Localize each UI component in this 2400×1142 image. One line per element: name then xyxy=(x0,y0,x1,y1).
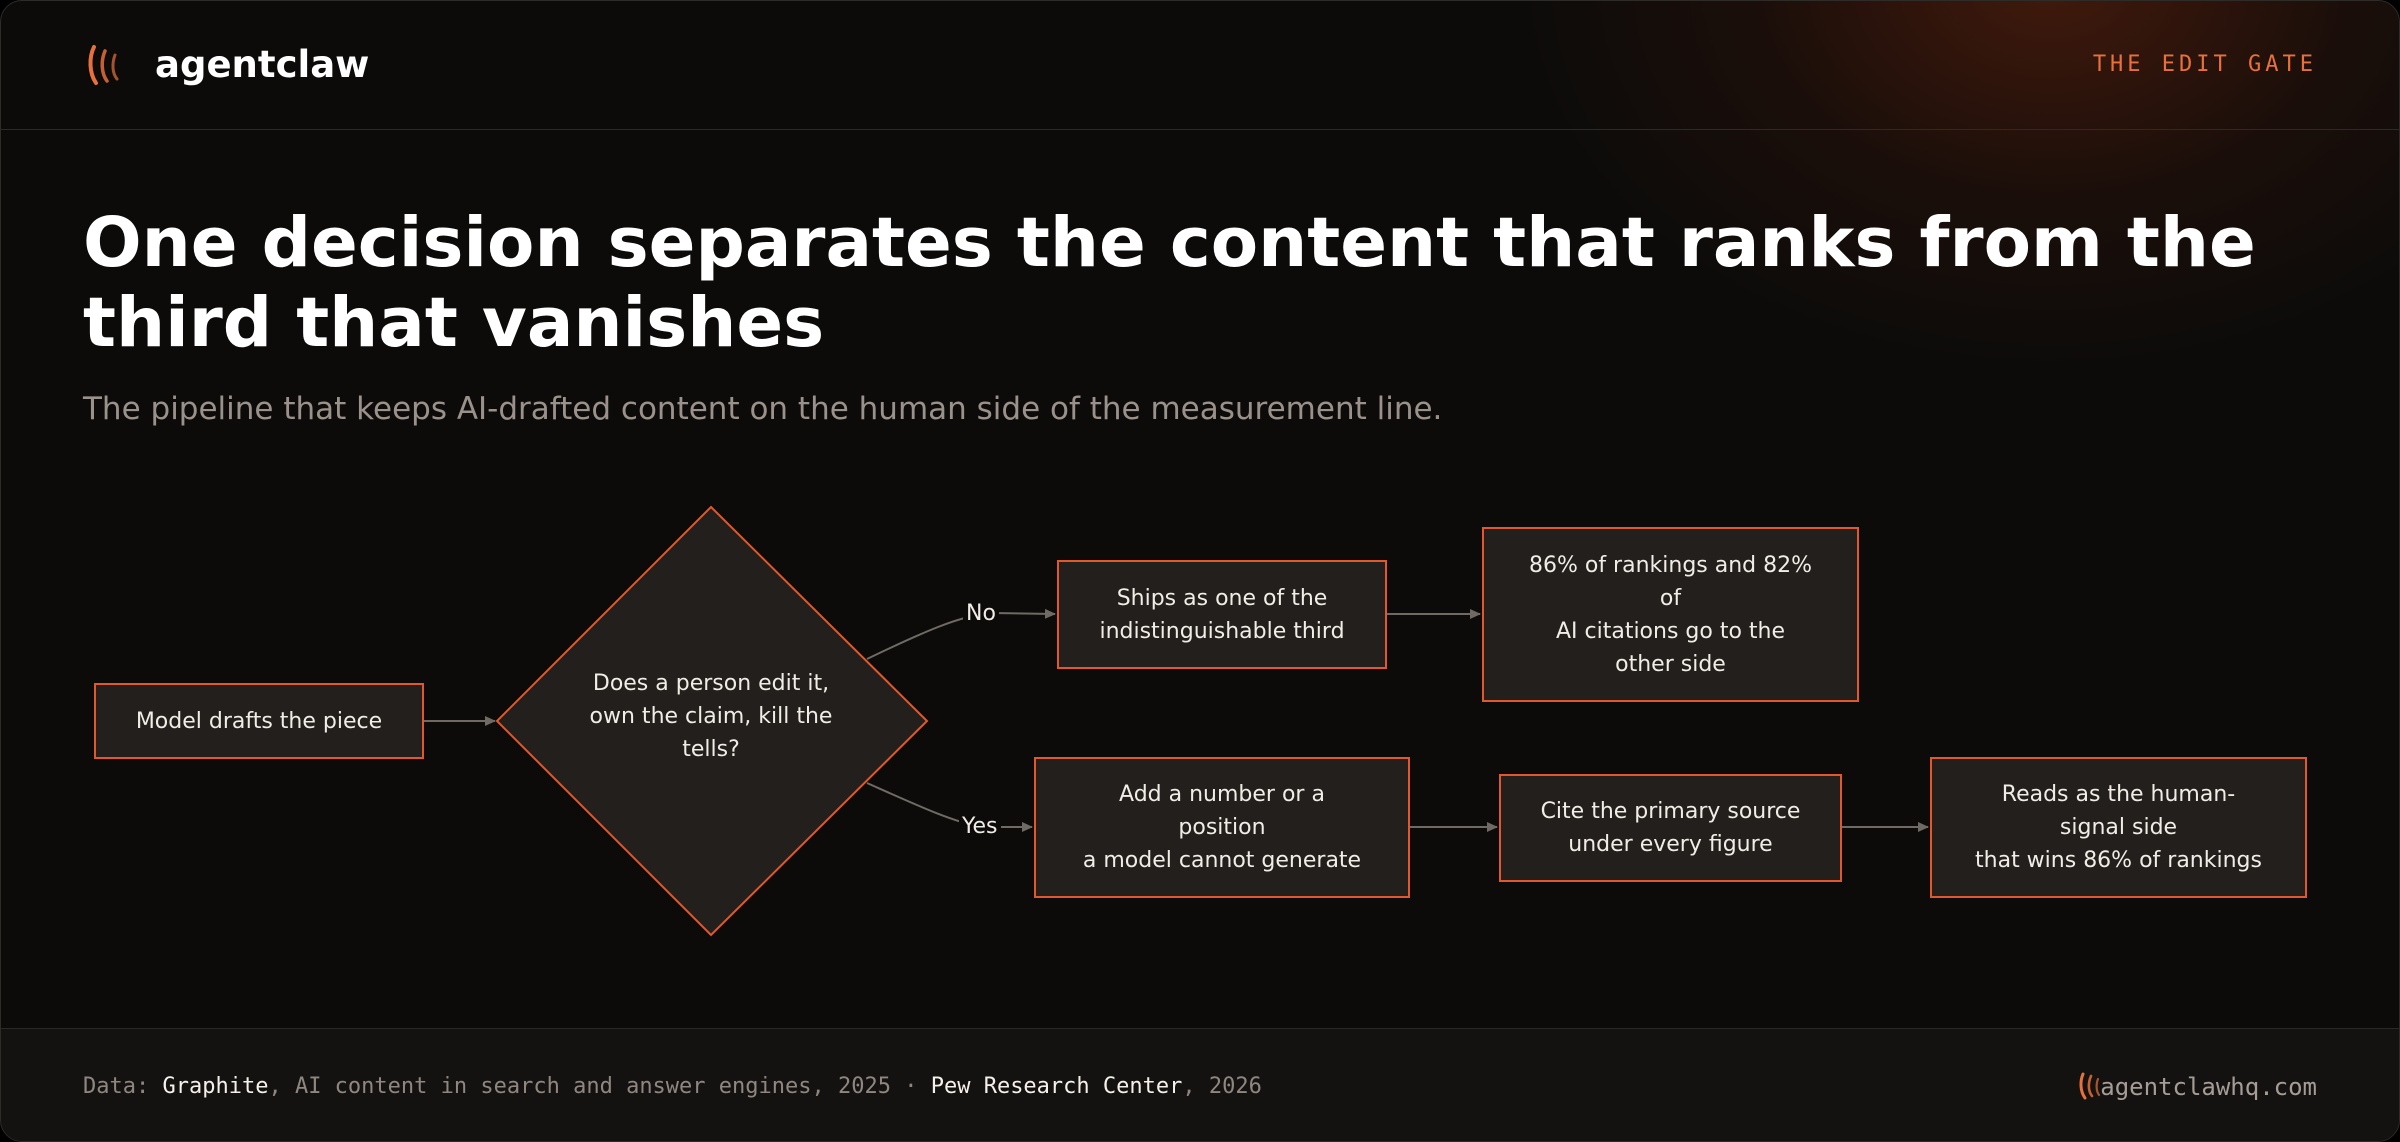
source-graphite: Graphite xyxy=(162,1074,269,1099)
node-human-signal-result: Reads as the human- signal side that win… xyxy=(1930,757,2307,898)
page-subtitle: The pipeline that keeps AI-drafted conte… xyxy=(83,391,1443,427)
node-human-signal-result-label: Reads as the human- signal side that win… xyxy=(1975,782,2262,873)
node-ships-as-third: Ships as one of the indistinguishable th… xyxy=(1057,560,1387,669)
claw-marks-icon xyxy=(2079,1072,2101,1100)
edge-label-yes: Yes xyxy=(959,812,1001,842)
node-add-number: Add a number or a position a model canno… xyxy=(1034,757,1410,898)
section-kicker: THE EDIT GATE xyxy=(2092,52,2317,77)
source-pew-detail: , 2026 xyxy=(1182,1074,1262,1099)
node-add-number-label: Add a number or a position a model canno… xyxy=(1082,782,1362,873)
node-cite-source: Cite the primary source under every figu… xyxy=(1499,774,1842,882)
node-ships-as-third-label: Ships as one of the indistinguishable th… xyxy=(1099,585,1345,644)
site-link[interactable]: agentclawhq.com xyxy=(2100,1073,2317,1101)
header: agentclaw THE EDIT GATE xyxy=(1,1,2399,130)
edge-decision-to-no xyxy=(866,608,1056,660)
source-graphite-detail: , AI content in search and answer engine… xyxy=(268,1074,931,1099)
footer: Data: Graphite, AI content in search and… xyxy=(1,1028,2399,1141)
data-source-credit: Data: Graphite, AI content in search and… xyxy=(83,1071,1262,1103)
edge-decision-to-yes xyxy=(866,782,1033,832)
node-model-drafts: Model drafts the piece xyxy=(94,683,424,759)
source-pew: Pew Research Center xyxy=(930,1074,1183,1099)
decision-label: Does a person edit it, own the claim, ki… xyxy=(589,671,833,762)
node-other-side-result-label: 86% of rankings and 82% of AI citations … xyxy=(1528,552,1813,677)
brand-name: agentclaw xyxy=(155,43,370,86)
node-other-side-result: 86% of rankings and 82% of AI citations … xyxy=(1482,527,1859,702)
node-model-drafts-label: Model drafts the piece xyxy=(135,708,383,734)
node-cite-source-label: Cite the primary source under every figu… xyxy=(1540,799,1801,857)
source-prefix: Data: xyxy=(83,1074,163,1099)
page-title: One decision separates the content that … xyxy=(83,203,2256,363)
claw-marks-icon xyxy=(88,45,119,85)
edge-label-no: No xyxy=(963,599,999,629)
